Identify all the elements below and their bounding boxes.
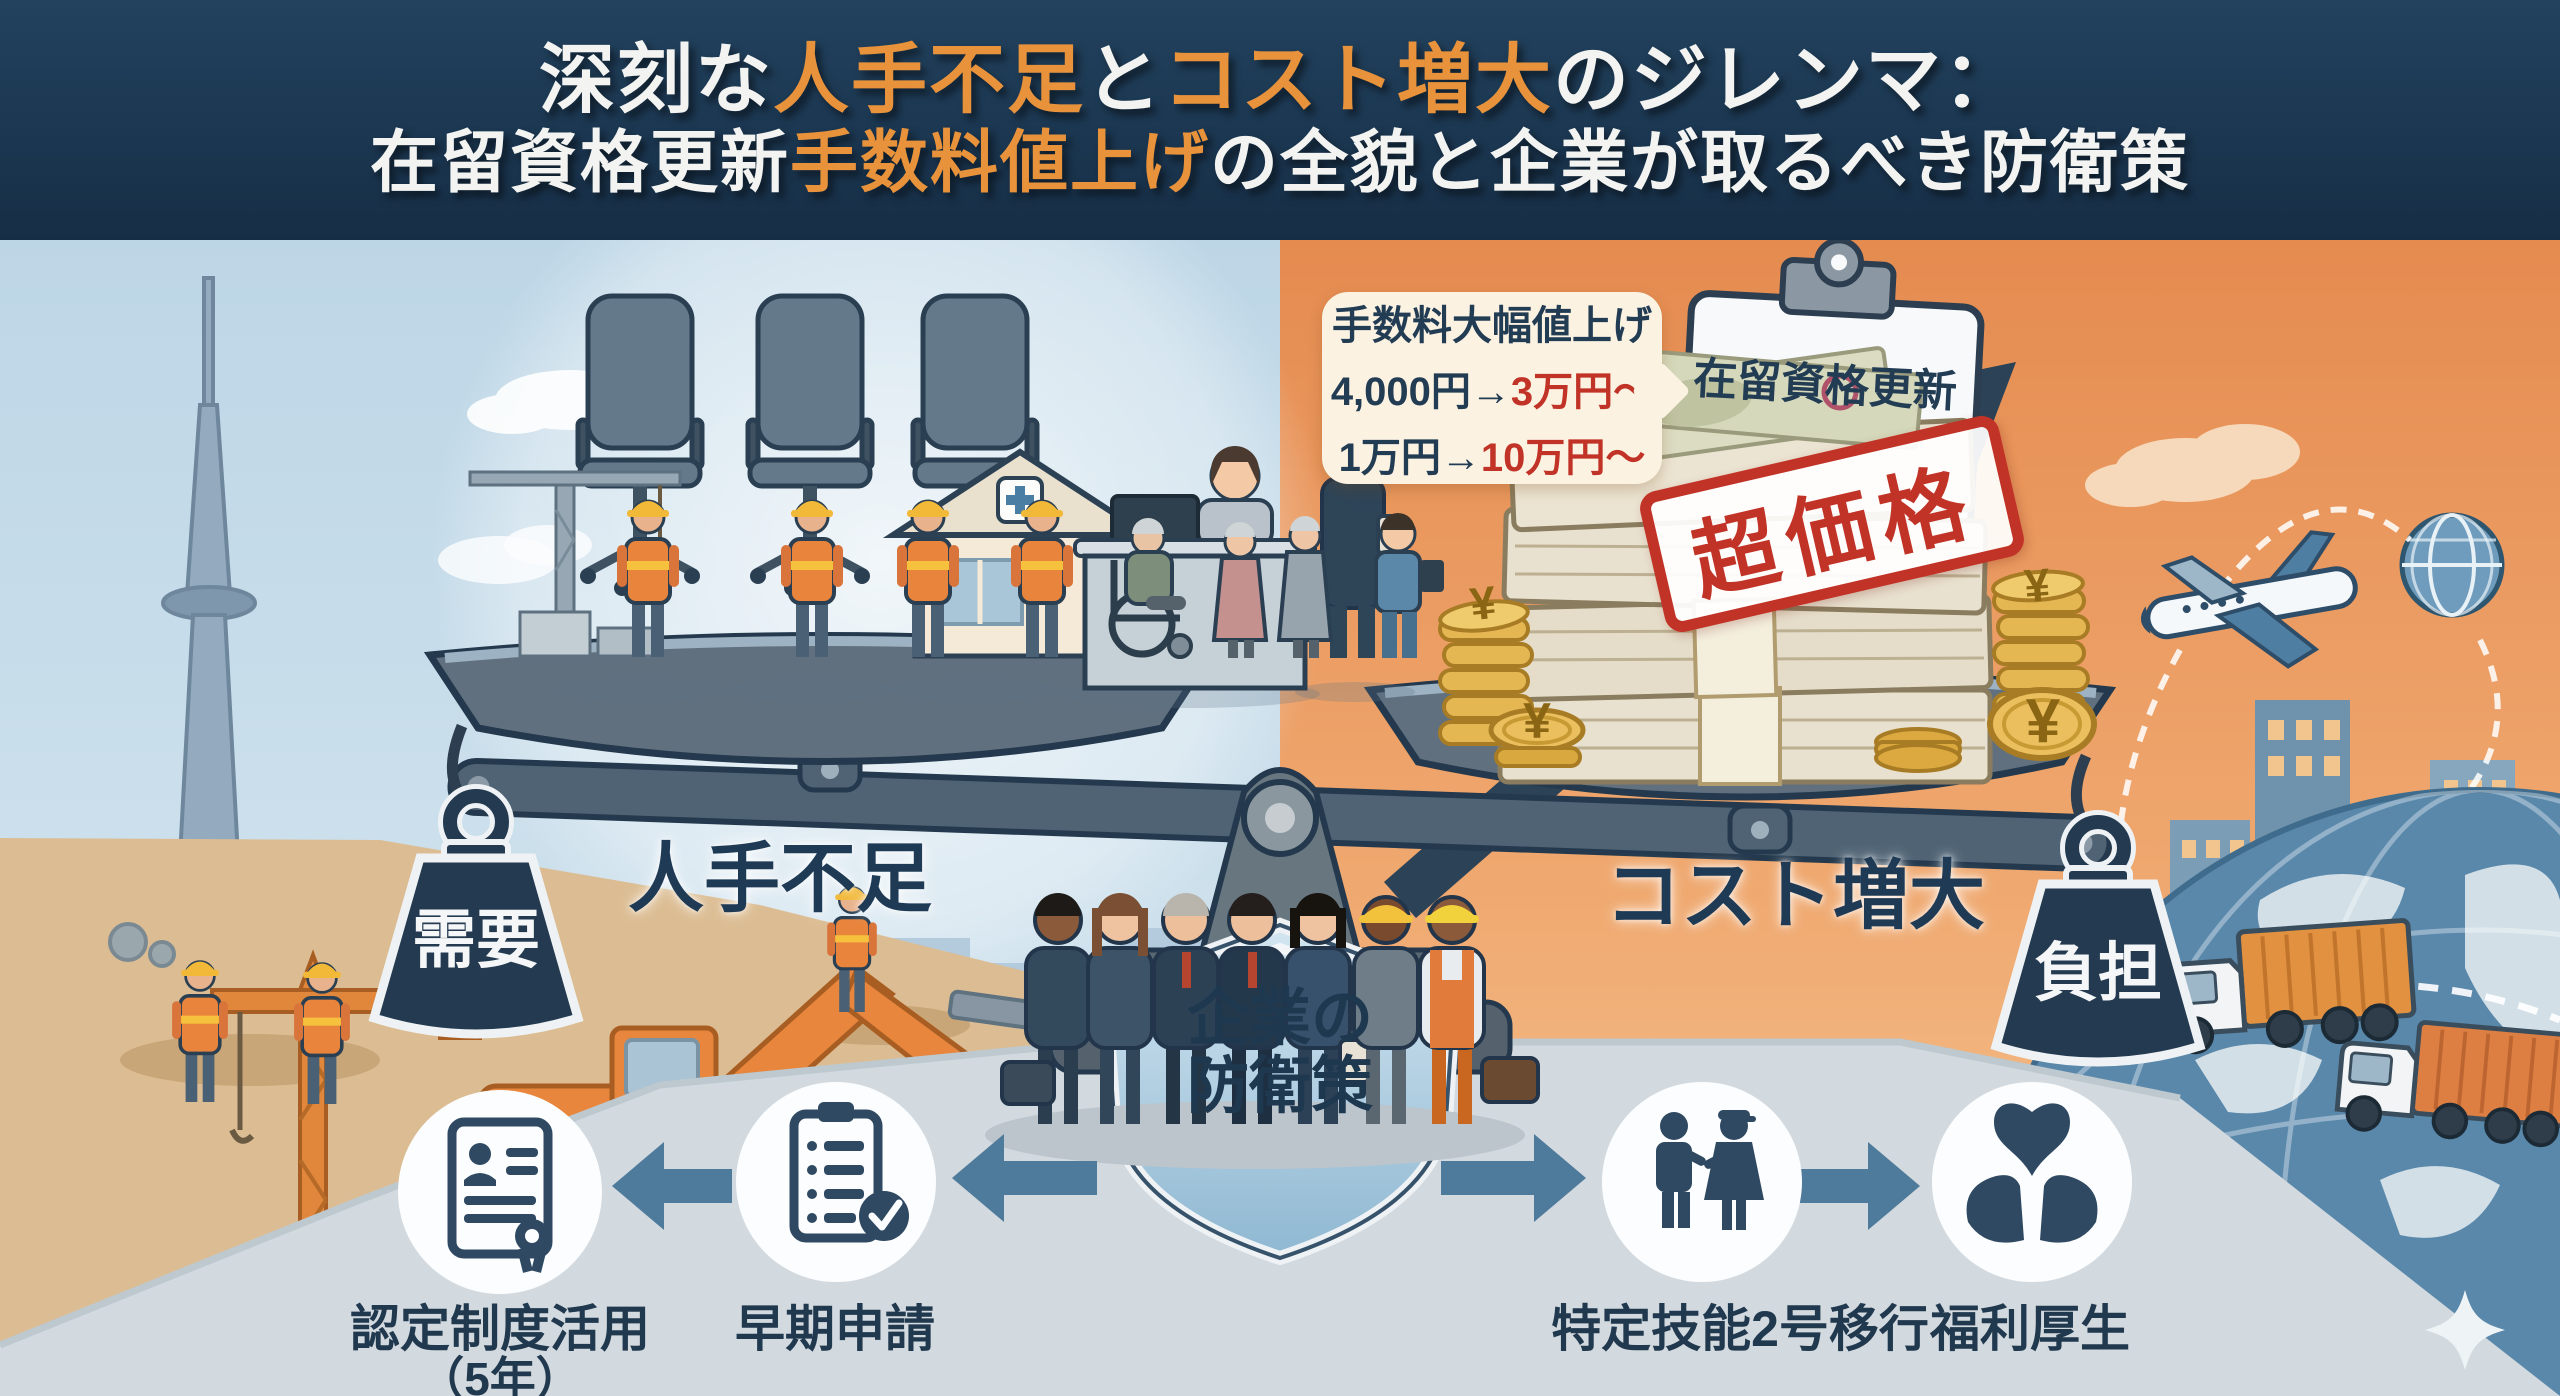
team-member: [1218, 893, 1286, 1124]
labor-shortage-label: 人手不足: [628, 837, 932, 922]
cloud-right: [2085, 424, 2300, 507]
defense-label-certification: 認定制度活用: [350, 1301, 650, 1357]
team-member: [1352, 895, 1420, 1124]
hands-heart-icon: [1966, 1103, 2098, 1243]
demand-weight-label: 需要: [412, 904, 540, 976]
team-member: [1284, 893, 1372, 1124]
fee-bubble-heading: 手数料大幅値上げ: [1332, 304, 1652, 348]
defense-label-welfare: 福利厚生: [1930, 1301, 2130, 1357]
defense-measures-row: [398, 1082, 2132, 1294]
title-segment-highlight: 人手不足: [773, 38, 1085, 123]
team-member: [1000, 893, 1092, 1124]
demand-weight: [368, 723, 584, 1039]
labor-shortage-scene: [468, 293, 1444, 708]
title-segment: 在留資格更新: [369, 125, 790, 201]
yen-coin-symbol: ¥: [1467, 575, 1499, 631]
yen-coin-symbol: ¥: [2025, 687, 2061, 756]
fee-line-1: 4,000円→3万円〜: [1330, 370, 1654, 414]
defense-sublabel-certification: （5年）: [418, 1353, 582, 1396]
couple-icon: [1656, 1110, 1764, 1230]
title-segment: と: [1085, 38, 1163, 123]
company-team: [985, 893, 1540, 1169]
yen-coin-symbol: ¥: [1523, 693, 1551, 749]
cost-increase-label: コスト増大: [1605, 854, 1985, 939]
globe-icon: [2399, 512, 2505, 618]
burden-weight-label: 負担: [2034, 937, 2162, 1009]
reception-desk: [1073, 446, 1317, 691]
caregiver: [1374, 513, 1444, 658]
defense-label-early-application: 早期申請: [735, 1301, 935, 1357]
title-segment-highlight: 手数料値上げ: [789, 125, 1210, 201]
shield-label-line2: 防衛策: [1186, 1052, 1373, 1121]
title-banner: 深刻な人手不足とコスト増大のジレンマ： 在留資格更新手数料値上げの全貌と企業が取…: [0, 0, 2560, 240]
flow-arrows: [612, 1134, 1920, 1230]
title-segment: 深刻な: [539, 38, 773, 123]
fee-increase-bubble: 手数料大幅値上げ 4,000円→3万円〜 1万円→10万円〜: [1322, 292, 1662, 484]
clipboard-check-icon: [789, 1102, 909, 1243]
title-line-2: 在留資格更新手数料値上げの全貌と企業が取るべき防衛策: [370, 129, 2190, 197]
team-member: [1152, 893, 1220, 1124]
title-line-1: 深刻な人手不足とコスト増大のジレンマ：: [539, 43, 2021, 119]
title-segment: のジレンマ：: [1553, 38, 2021, 123]
fee-line-2: 1万円→10万円〜: [1338, 436, 1646, 480]
sparkle-icon: [2425, 1290, 2505, 1370]
defense-label-skill-transition: 特定技能2号移行: [1551, 1301, 1929, 1357]
yen-coin-symbol: ¥: [2022, 558, 2052, 612]
shield-label-line1: 企業の: [1186, 984, 1373, 1053]
cargo-truck: [2334, 1020, 2560, 1148]
airplane-icon: [2140, 530, 2358, 669]
certificate-icon: [447, 1117, 553, 1273]
elderly-care-group: [1108, 516, 1334, 659]
title-segment: の全貌と企業が取るべき防衛策: [1210, 125, 2191, 201]
team-member: [1418, 895, 1540, 1124]
title-segment-highlight: コスト増大: [1163, 38, 1553, 123]
coin-stacks: [1438, 569, 2097, 773]
team-member: [1086, 893, 1154, 1124]
burden-weight: [1990, 753, 2206, 1067]
